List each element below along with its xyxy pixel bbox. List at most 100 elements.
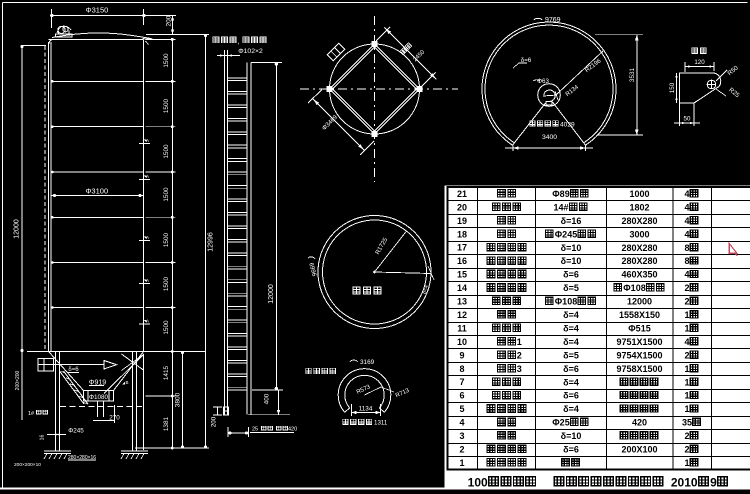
svg-text:9758X1500: 9758X1500 [616,364,662,374]
svg-text:1: 1 [517,337,522,347]
svg-text:1311: 1311 [374,420,388,427]
svg-text:Φ245: Φ245 [68,428,84,435]
svg-text:7: 7 [459,377,464,387]
svg-text:1500: 1500 [163,187,170,202]
svg-text:460X350: 460X350 [621,270,657,280]
svg-text:20: 20 [457,202,467,212]
svg-text:4029: 4029 [560,122,575,129]
svg-text:6996: 6996 [307,262,317,278]
svg-text:3800: 3800 [175,392,182,407]
svg-text:25: 25 [252,427,258,433]
svg-text:R573: R573 [356,384,372,396]
svg-text:1500: 1500 [163,53,170,68]
svg-text:3: 3 [459,431,464,441]
svg-text:280×280×16: 280×280×16 [68,455,96,461]
svg-text:280X280: 280X280 [621,243,657,253]
svg-text:δ=16: δ=16 [561,216,582,226]
svg-text:1000: 1000 [629,189,649,199]
svg-text:1: 1 [684,404,689,414]
svg-text:2: 2 [684,350,689,360]
svg-text:Φ3100: Φ3100 [85,187,108,196]
svg-text:A: A [146,235,149,240]
svg-text:8: 8 [459,364,464,374]
svg-text:Φ25: Φ25 [552,418,569,428]
svg-text:2: 2 [684,431,689,441]
svg-text:δ=4: δ=4 [563,310,579,320]
svg-text:21: 21 [457,189,467,199]
svg-text:2: 2 [459,444,464,454]
svg-text:2: 2 [517,350,522,360]
svg-text:4: 4 [684,229,689,239]
svg-text:4: 4 [684,270,689,280]
svg-text:4: 4 [684,202,689,212]
svg-text:12000: 12000 [627,297,652,307]
svg-text:B: B [125,380,128,385]
svg-text:13: 13 [457,297,467,307]
svg-text:16: 16 [457,256,467,266]
svg-text:δ=6: δ=6 [521,57,532,64]
svg-text:A: A [146,174,149,179]
svg-text:δ=6: δ=6 [563,391,579,401]
svg-text:3531: 3531 [629,67,636,82]
svg-text:1: 1 [684,310,689,320]
svg-text:14#: 14# [553,202,568,212]
svg-text:δ=4: δ=4 [563,323,579,333]
svg-text:4: 4 [684,189,689,199]
svg-text:12000: 12000 [268,284,275,304]
svg-text:Φ245: Φ245 [555,229,577,239]
svg-text:1: 1 [684,458,689,468]
svg-text:200: 200 [166,15,173,26]
svg-text:δ=6: δ=6 [563,270,579,280]
svg-text:10: 10 [457,337,467,347]
svg-text:3169: 3169 [360,359,375,366]
svg-text:1500: 1500 [163,320,170,335]
svg-text:A: A [146,319,149,324]
svg-text:δ=6: δ=6 [563,445,579,455]
svg-text:1: 1 [459,458,464,468]
svg-text:Φ108: Φ108 [555,297,577,307]
svg-text:3000: 3000 [629,229,649,239]
svg-text:R713: R713 [395,388,411,400]
svg-text:A: A [146,138,149,143]
svg-text:4: 4 [684,216,689,226]
svg-text:1134: 1134 [359,406,373,413]
svg-text:A: A [146,278,149,283]
svg-text:Φ63: Φ63 [537,78,549,85]
svg-text:12996: 12996 [208,232,215,252]
svg-text:5: 5 [459,404,464,414]
svg-text:6: 6 [459,391,464,401]
svg-text:14: 14 [457,283,467,293]
svg-text:1: 1 [684,323,689,333]
svg-text:δ=10: δ=10 [561,256,582,266]
svg-text:Φ919: Φ919 [89,380,106,387]
svg-text:Φ3150: Φ3150 [86,6,109,15]
svg-text:δ=10: δ=10 [561,431,582,441]
svg-text:200: 200 [211,416,218,427]
svg-text:3: 3 [517,364,522,374]
svg-text:δ=5: δ=5 [563,350,579,360]
svg-text:δ=4: δ=4 [563,337,579,347]
svg-text:4: 4 [684,337,689,347]
svg-text:280X280: 280X280 [621,216,657,226]
svg-text:2: 2 [684,283,689,293]
svg-text:2010: 2010 [671,475,698,489]
svg-text:1500: 1500 [163,232,170,247]
svg-text:12000: 12000 [14,219,21,239]
svg-text:9769: 9769 [545,17,561,24]
svg-text:1500: 1500 [163,276,170,291]
svg-text:1: 1 [684,391,689,401]
svg-text:19: 19 [457,216,467,226]
svg-text:Φ108: Φ108 [623,283,645,293]
svg-text:δ=4: δ=4 [563,377,579,387]
svg-text:18: 18 [457,229,467,239]
svg-text:2: 2 [684,297,689,307]
svg-text:Φ515: Φ515 [628,323,650,333]
svg-text:200×200×10: 200×200×10 [14,462,41,468]
svg-text:4: 4 [459,418,464,428]
svg-text:,: , [238,39,240,46]
svg-text:150: 150 [669,82,676,93]
svg-text:8: 8 [684,256,689,266]
svg-text:16: 16 [40,435,46,441]
svg-text:12: 12 [457,310,467,320]
svg-text:9751X1500: 9751X1500 [616,337,662,347]
